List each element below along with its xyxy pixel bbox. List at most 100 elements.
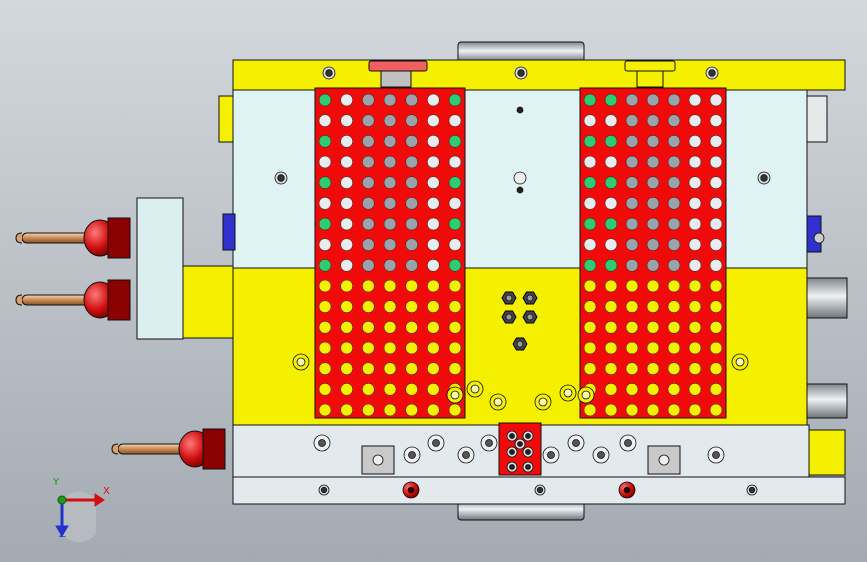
right-ejector-grid-hole bbox=[625, 300, 639, 313]
bottom-plate-screw-socket bbox=[536, 486, 544, 494]
right-ejector-grid-hole bbox=[688, 383, 702, 396]
left-ejector-grid-hole bbox=[318, 300, 332, 313]
right-ejector-grid-hole bbox=[604, 93, 618, 107]
model-geometry bbox=[15, 41, 848, 543]
right-ejector-grid-hole bbox=[688, 135, 702, 148]
left-ejector-grid-hole bbox=[427, 300, 440, 313]
left-ejector-grid-hole bbox=[427, 93, 440, 107]
sprue-bushing-right bbox=[624, 60, 676, 72]
right-return-pin-upper bbox=[806, 277, 848, 319]
yellow-washer-inner bbox=[493, 397, 503, 407]
right-ejector-grid-hole bbox=[646, 114, 660, 127]
triad-x-arrowhead bbox=[94, 493, 105, 507]
right-ejector-grid-hole bbox=[688, 176, 702, 189]
left-ejector-grid-hole bbox=[318, 135, 332, 148]
yellow-washer-inner bbox=[735, 357, 745, 367]
left-ejector-grid-hole bbox=[427, 238, 440, 251]
left-ejector-grid-hole bbox=[362, 321, 375, 334]
bottom-plate-screw-socket bbox=[748, 486, 756, 494]
left-side-block-upper bbox=[218, 95, 234, 143]
right-ejector-grid-hole bbox=[625, 114, 639, 127]
left-ejector-grid-hole bbox=[405, 155, 418, 169]
right-ejector-grid-hole bbox=[646, 217, 660, 231]
right-ejector-grid-hole bbox=[625, 362, 639, 375]
ejector-pin-core bbox=[485, 439, 493, 447]
right-ejector-grid-hole bbox=[604, 279, 618, 293]
right-ejector-grid-hole bbox=[604, 176, 618, 189]
ejector-block-pin-core bbox=[525, 433, 531, 439]
right-ejector-grid-hole bbox=[625, 155, 639, 169]
right-ejector-grid-hole bbox=[709, 176, 723, 189]
knock-out-core bbox=[623, 486, 631, 494]
left-yellow-manifold bbox=[182, 265, 234, 339]
right-ejector-grid-hole bbox=[688, 238, 702, 251]
right-ejector-grid-hole bbox=[625, 238, 639, 251]
left-ejector-grid-hole bbox=[383, 93, 397, 107]
left-ejector-grid-hole bbox=[383, 300, 397, 313]
left-ejector-grid-hole bbox=[448, 321, 462, 334]
left-ejector-grid-hole bbox=[383, 155, 397, 169]
right-ejector-grid-hole bbox=[604, 135, 618, 148]
ejector-block-pin-core bbox=[525, 449, 531, 455]
right-ejector-grid-hole bbox=[709, 321, 723, 334]
left-ejector-grid-hole bbox=[448, 217, 462, 231]
right-ejector-grid-hole bbox=[688, 341, 702, 355]
hose-middle-fitting-body bbox=[107, 279, 131, 321]
right-ejector-grid-hole bbox=[604, 300, 618, 313]
right-ejector-grid-hole bbox=[646, 197, 660, 210]
left-ejector-grid-hole bbox=[427, 259, 440, 272]
right-ejector-grid-hole bbox=[604, 362, 618, 375]
left-ejector-grid-hole bbox=[405, 362, 418, 375]
right-ejector-grid-hole bbox=[709, 341, 723, 355]
right-ejector-grid-hole bbox=[688, 300, 702, 313]
axis-y-label: Y bbox=[53, 477, 60, 488]
right-ejector-grid-hole bbox=[709, 114, 723, 127]
hex-bolt-center bbox=[526, 294, 534, 302]
right-ejector-grid-hole bbox=[667, 362, 681, 375]
right-ejector-grid-hole bbox=[646, 279, 660, 293]
right-ejector-grid-hole bbox=[625, 217, 639, 231]
right-ejector-grid-hole bbox=[646, 238, 660, 251]
left-ejector-grid-hole bbox=[448, 362, 462, 375]
left-ejector-grid-hole bbox=[340, 362, 353, 375]
right-ejector-grid-hole bbox=[583, 176, 597, 189]
right-ejector-grid-hole bbox=[688, 259, 702, 272]
left-ejector-grid-hole bbox=[318, 383, 332, 396]
bottom-plate-screw-socket bbox=[320, 486, 328, 494]
sprue-stem-left bbox=[380, 70, 412, 88]
right-ejector-grid-hole bbox=[583, 300, 597, 313]
left-ejector-grid-hole bbox=[448, 93, 462, 107]
yellow-washer-inner bbox=[581, 390, 591, 400]
left-ejector-grid-hole bbox=[427, 341, 440, 355]
top-plate-screw-socket bbox=[708, 69, 716, 77]
ejector-pin-core bbox=[547, 451, 555, 459]
right-ejector-grid-hole bbox=[667, 176, 681, 189]
right-ejector-grid-hole bbox=[625, 403, 639, 417]
right-ejector-grid-hole bbox=[646, 93, 660, 107]
right-ejector-grid-hole bbox=[688, 93, 702, 107]
right-ejector-grid-hole bbox=[625, 279, 639, 293]
left-ejector-grid-hole bbox=[383, 279, 397, 293]
left-ejector-grid-hole bbox=[340, 93, 353, 107]
left-ejector-grid-hole bbox=[362, 238, 375, 251]
right-ejector-grid-hole bbox=[583, 279, 597, 293]
yellow-washer-inner bbox=[538, 397, 548, 407]
right-ejector-grid-hole bbox=[583, 93, 597, 107]
left-ejector-grid-hole bbox=[340, 383, 353, 396]
left-ejector-grid-hole bbox=[318, 93, 332, 107]
left-ejector-grid-hole bbox=[362, 197, 375, 210]
ejector-pin-core bbox=[432, 439, 440, 447]
ejector-block-pin-core bbox=[509, 464, 515, 470]
left-ejector-grid-hole bbox=[362, 259, 375, 272]
ejector-guide-pin-left bbox=[372, 454, 384, 466]
axis-x-label: X bbox=[103, 486, 110, 497]
left-ejector-grid-hole bbox=[448, 259, 462, 272]
center-hole bbox=[513, 171, 527, 185]
left-ejector-grid-hole bbox=[405, 321, 418, 334]
bottom-clamp-plate bbox=[232, 476, 846, 505]
left-ejector-grid-hole bbox=[405, 197, 418, 210]
left-ejector-grid-hole bbox=[383, 321, 397, 334]
left-ejector-grid-hole bbox=[427, 114, 440, 127]
